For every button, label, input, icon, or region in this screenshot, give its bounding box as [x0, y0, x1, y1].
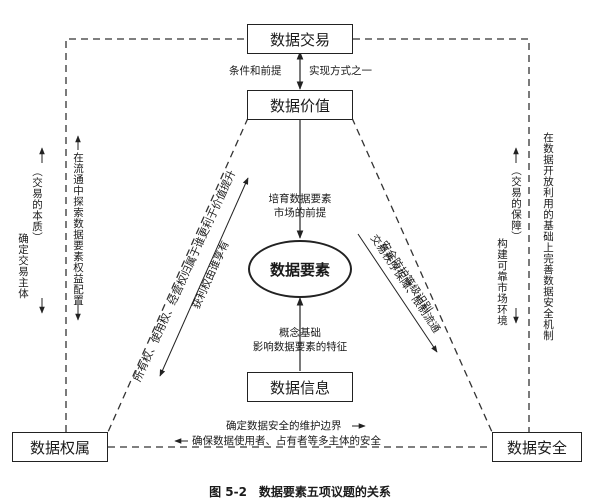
- label-concept-line2: 影响数据要素的特征: [252, 341, 348, 353]
- label-cultivate-line2: 市场的前提: [273, 207, 327, 219]
- label-condition: 条件和前提: [229, 65, 282, 77]
- node-data-security: 数据安全: [492, 432, 582, 462]
- label-right-outer-1: （交易的保障）: [510, 165, 522, 242]
- node-data-info: 数据信息: [247, 372, 353, 402]
- label-bottom-bottom: 确保数据使用者、占有者等多主体的安全: [192, 435, 381, 447]
- label-realize: 实现方式之一: [309, 65, 372, 77]
- frame-right-line: [353, 38, 530, 432]
- node-data-element: 数据要素: [248, 240, 352, 298]
- diag-right-arrow: [357, 233, 438, 353]
- label-cultivate: 培育数据要素 市场的前提: [250, 192, 350, 220]
- frame-left-line: [65, 38, 247, 432]
- node-data-ownership: 数据权属: [12, 432, 108, 462]
- diag-left-arrow: [159, 177, 249, 377]
- label-right-outer-2: 构建可靠市场环境: [496, 238, 508, 326]
- node-data-trade: 数据交易: [247, 24, 353, 54]
- label-left-outer-2: 确定交易主体: [17, 233, 29, 299]
- label-cultivate-line1: 培育数据要素: [268, 193, 332, 205]
- triangle-right-side: [351, 117, 493, 433]
- label-bottom-top: 确定数据安全的维护边界: [226, 420, 342, 432]
- node-data-value: 数据价值: [247, 90, 353, 120]
- label-concept-line1: 概念基础: [279, 327, 321, 339]
- label-left-outer-1: （交易的本质）: [31, 166, 43, 243]
- figure-caption: 图 5-2 数据要素五项议题的关系: [209, 485, 391, 499]
- label-concept: 概念基础 影响数据要素的特征: [236, 326, 364, 354]
- label-left-inner: 在流通中探索数据要素权益配置: [72, 152, 84, 306]
- label-right-inner: 在数据开放利用的基础上完善数据安全机制: [542, 132, 554, 341]
